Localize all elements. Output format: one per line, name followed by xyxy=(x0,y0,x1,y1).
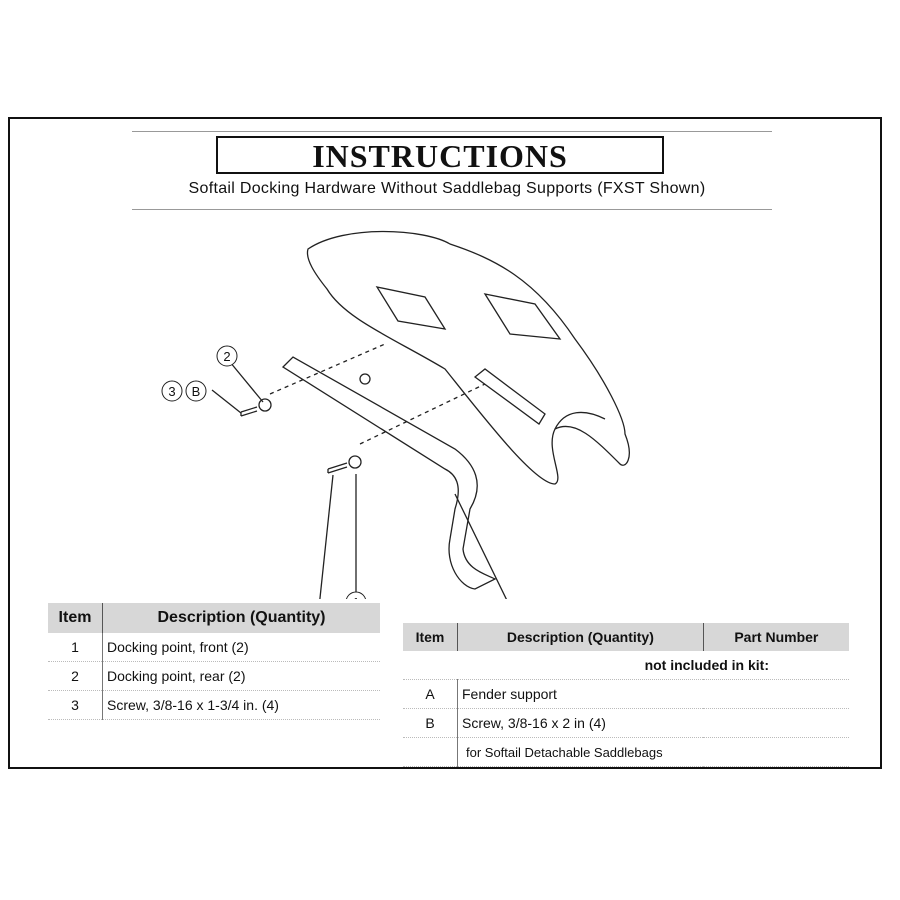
alignment-line-1 xyxy=(269,343,386,395)
row-item: 3 xyxy=(48,690,103,720)
callout-1: 1 xyxy=(352,595,359,599)
screw-rear xyxy=(240,406,258,417)
row-item: 2 xyxy=(48,661,103,691)
spacer-front xyxy=(348,455,362,469)
exploded-diagram: 2 3 B 3 B 1 A xyxy=(161,230,630,599)
title-box: INSTRUCTIONS xyxy=(216,136,664,174)
parts-table-not-included: Item Description (Quantity) Part Number … xyxy=(403,623,849,767)
page-title: INSTRUCTIONS xyxy=(312,138,568,174)
callout-b-top: B xyxy=(192,384,201,399)
header-part-number: Part Number xyxy=(703,623,849,651)
alignment-line-2 xyxy=(359,383,486,445)
subtitle-rule xyxy=(132,209,772,210)
table-row: B Screw, 3/8-16 x 2 in (4) xyxy=(403,708,849,738)
header-item: Item xyxy=(48,603,103,633)
row-description: Screw, 3/8-16 x 1-3/4 in. (4) xyxy=(102,690,380,720)
table-row: 2 Docking point, rear (2) xyxy=(48,661,380,691)
callout-3-top: 3 xyxy=(168,384,175,399)
rear-strut xyxy=(473,368,546,425)
table-subnote-row: for Softail Detachable Saddlebags xyxy=(403,737,849,767)
fender-plate-left xyxy=(375,286,447,330)
header-item: Item xyxy=(403,623,458,651)
table-header-row: Item Description (Quantity) xyxy=(48,603,380,633)
fender-plate-right xyxy=(483,293,562,340)
table-note-row: not included in kit: xyxy=(403,651,849,680)
parts-table-included: Item Description (Quantity) 1 Docking po… xyxy=(48,603,380,720)
table-header-row: Item Description (Quantity) Part Number xyxy=(403,623,849,651)
fender-support-bar xyxy=(281,356,497,590)
top-rule xyxy=(132,131,772,132)
row-item: B xyxy=(403,708,458,738)
screw-front xyxy=(327,462,348,474)
row-description: Docking point, rear (2) xyxy=(102,661,380,691)
nut-upper xyxy=(359,373,371,385)
not-included-note: not included in kit: xyxy=(403,651,849,680)
table-row: 3 Screw, 3/8-16 x 1-3/4 in. (4) xyxy=(48,690,380,720)
leader-2 xyxy=(229,361,264,403)
instruction-sheet: INSTRUCTIONS Softail Docking Hardware Wi… xyxy=(8,117,882,769)
header-description: Description (Quantity) xyxy=(102,603,380,633)
fender-shape xyxy=(306,230,630,485)
leader-3b-bottom xyxy=(319,474,334,599)
row-description: Docking point, front (2) xyxy=(102,633,380,662)
leader-a xyxy=(454,493,508,599)
row-description: Fender support xyxy=(457,679,849,709)
header-description: Description (Quantity) xyxy=(457,623,704,651)
spacer-rear xyxy=(258,398,272,412)
row-item: A xyxy=(403,679,458,709)
saddlebag-note: for Softail Detachable Saddlebags xyxy=(457,737,849,767)
leader-3b-top xyxy=(211,389,242,414)
row-description: Screw, 3/8-16 x 2 in (4) xyxy=(457,708,849,738)
table-row: 1 Docking point, front (2) xyxy=(48,633,380,662)
page-subtitle: Softail Docking Hardware Without Saddleb… xyxy=(188,180,706,197)
table-row: A Fender support xyxy=(403,679,849,709)
fender-inner-edge xyxy=(554,411,606,430)
row-item: 1 xyxy=(48,633,103,662)
callout-2: 2 xyxy=(223,349,230,364)
